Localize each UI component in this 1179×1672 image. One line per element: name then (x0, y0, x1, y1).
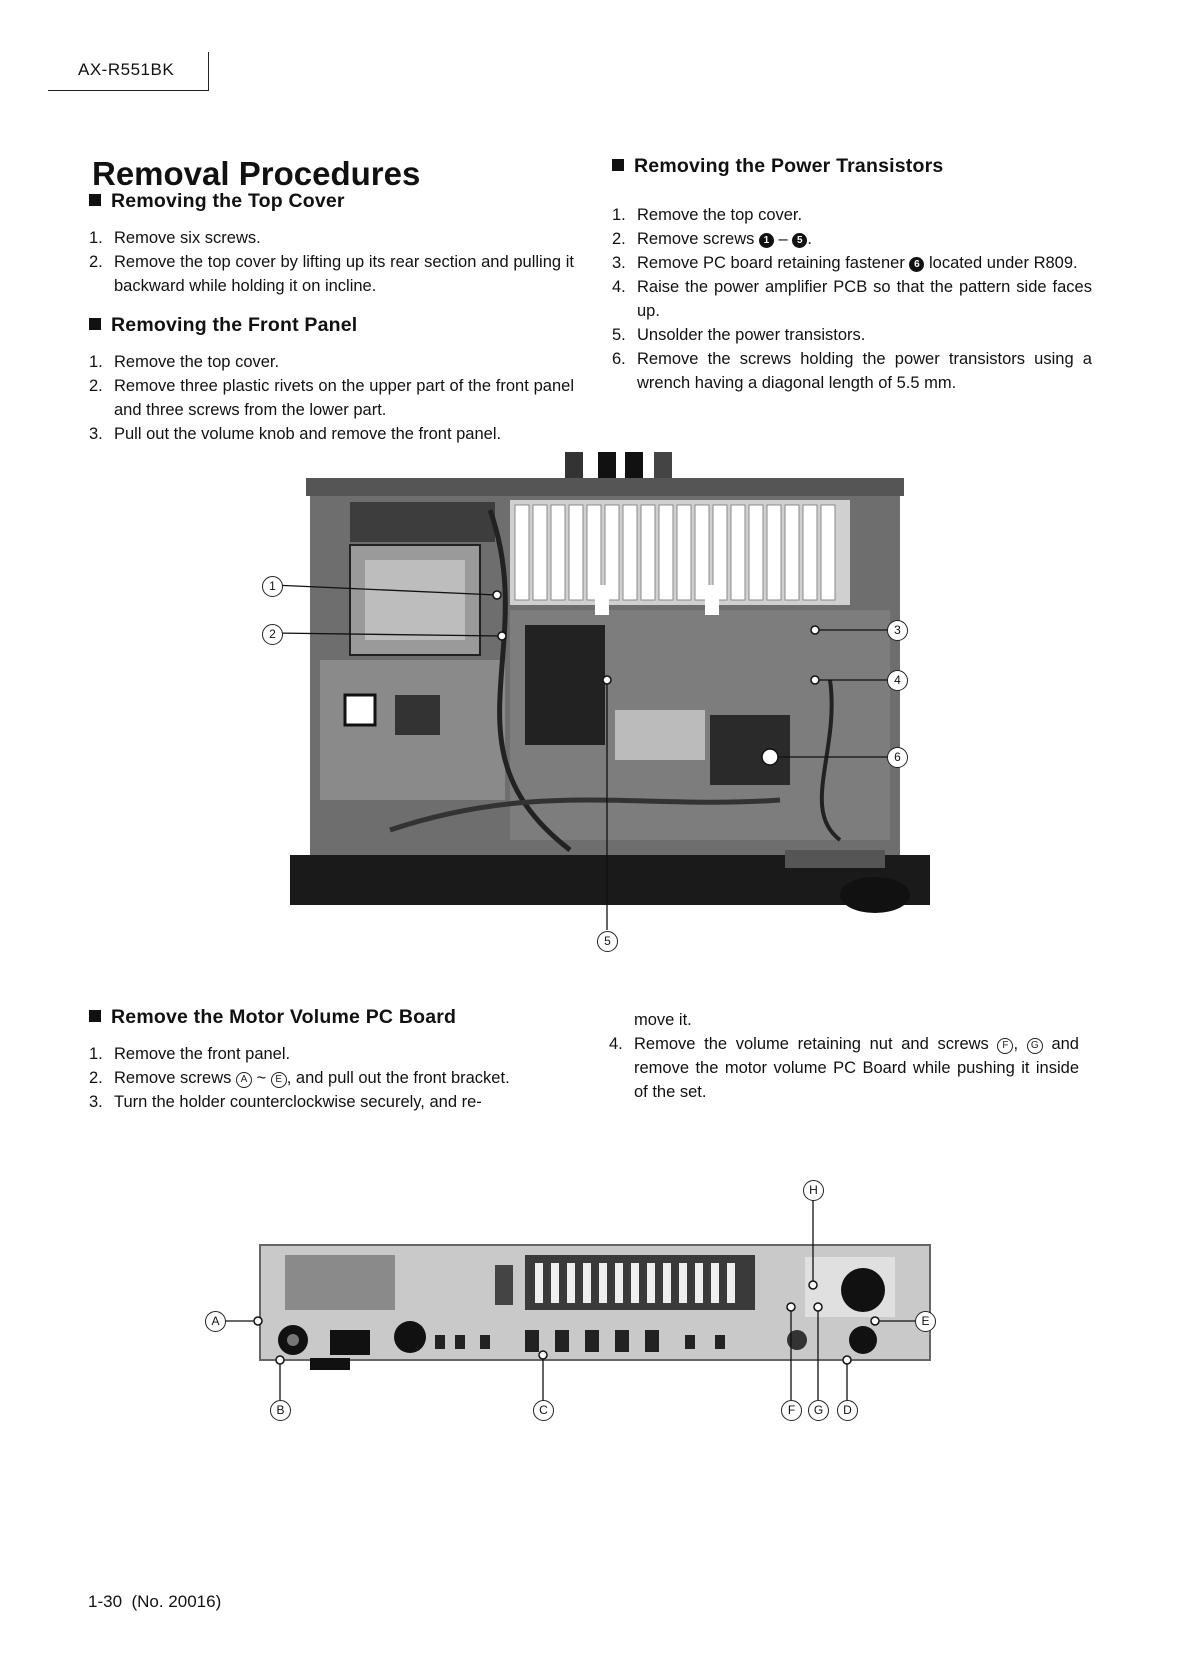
callout-2: 2 (262, 624, 283, 645)
chassis-top-view-photo (240, 450, 970, 950)
steps-power-transistors: 1.Remove the top cover. 2.Remove screws … (612, 203, 1092, 395)
list-item: 3.Remove PC board retaining fastener 6 l… (612, 254, 1078, 272)
heading-front-panel: Removing the Front Panel (89, 314, 357, 337)
list-item: 4.Raise the power amplifier PCB so that … (612, 278, 1092, 320)
list-item: 1.Remove the top cover. (89, 353, 280, 371)
callout-g: G (808, 1400, 829, 1421)
heading-power-transistors: Removing the Power Transistors (612, 155, 943, 178)
list-item: 1.Remove the front panel. (89, 1045, 291, 1063)
page-number: 1-30 (No. 20016) (88, 1592, 222, 1611)
callout-1: 1 (262, 576, 283, 597)
list-item: 6.Remove the screws holding the power tr… (612, 350, 1092, 392)
list-item: 1.Remove six screws. (89, 229, 261, 247)
list-item: 2.Remove screws 1 – 5. (612, 230, 812, 248)
square-bullet-icon (89, 194, 101, 206)
callout-h: H (803, 1180, 824, 1201)
list-item: 2.Remove screws A ~ E, and pull out the … (89, 1069, 510, 1088)
continuation-text: move it. (634, 1011, 692, 1029)
heading-top-cover: Removing the Top Cover (89, 190, 345, 213)
callout-c: C (533, 1400, 554, 1421)
list-item: 2.Remove three plastic rivets on the upp… (89, 377, 574, 419)
callout-5: 5 (597, 931, 618, 952)
square-bullet-icon (89, 318, 101, 330)
model-number: AX-R551BK (78, 60, 175, 79)
square-bullet-icon (89, 1010, 101, 1022)
screw-f-icon: F (997, 1038, 1014, 1054)
model-box (48, 52, 209, 91)
fastener-6-icon: 6 (909, 257, 925, 272)
page-title: Removal Procedures (92, 155, 421, 192)
callout-e: E (915, 1311, 936, 1332)
list-item: 1.Remove the top cover. (612, 206, 803, 224)
steps-motor-volume-cont: 4.Remove the volume retaining nut and sc… (609, 1032, 1079, 1104)
steps-motor-volume: 1.Remove the front panel. 2.Remove screw… (89, 1042, 567, 1114)
heading-motor-volume: Remove the Motor Volume PC Board (89, 1006, 456, 1029)
screw-e-icon: E (270, 1072, 287, 1088)
list-item: 3.Pull out the volume knob and remove th… (89, 425, 502, 443)
square-bullet-icon (612, 159, 624, 171)
list-item: 4.Remove the volume retaining nut and sc… (609, 1035, 1079, 1101)
callout-6: 6 (887, 747, 908, 768)
front-board-photo (195, 1195, 995, 1475)
screw-g-icon: G (1026, 1038, 1043, 1054)
screw-1-icon: 1 (758, 233, 774, 248)
screw-a-icon: A (235, 1072, 252, 1088)
callout-f: F (781, 1400, 802, 1421)
list-item: 3.Turn the holder counterclockwise secur… (89, 1093, 482, 1111)
steps-top-cover: 1.Remove six screws. 2.Remove the top co… (89, 226, 574, 298)
list-item: 2.Remove the top cover by lifting up its… (89, 253, 574, 295)
callout-a: A (205, 1311, 226, 1332)
screw-5-icon: 5 (792, 233, 808, 248)
steps-front-panel: 1.Remove the top cover. 2.Remove three p… (89, 350, 574, 446)
list-item: 5.Unsolder the power transistors. (612, 326, 866, 344)
callout-b: B (270, 1400, 291, 1421)
callout-3: 3 (887, 620, 908, 641)
callout-4: 4 (887, 670, 908, 691)
callout-d: D (837, 1400, 858, 1421)
